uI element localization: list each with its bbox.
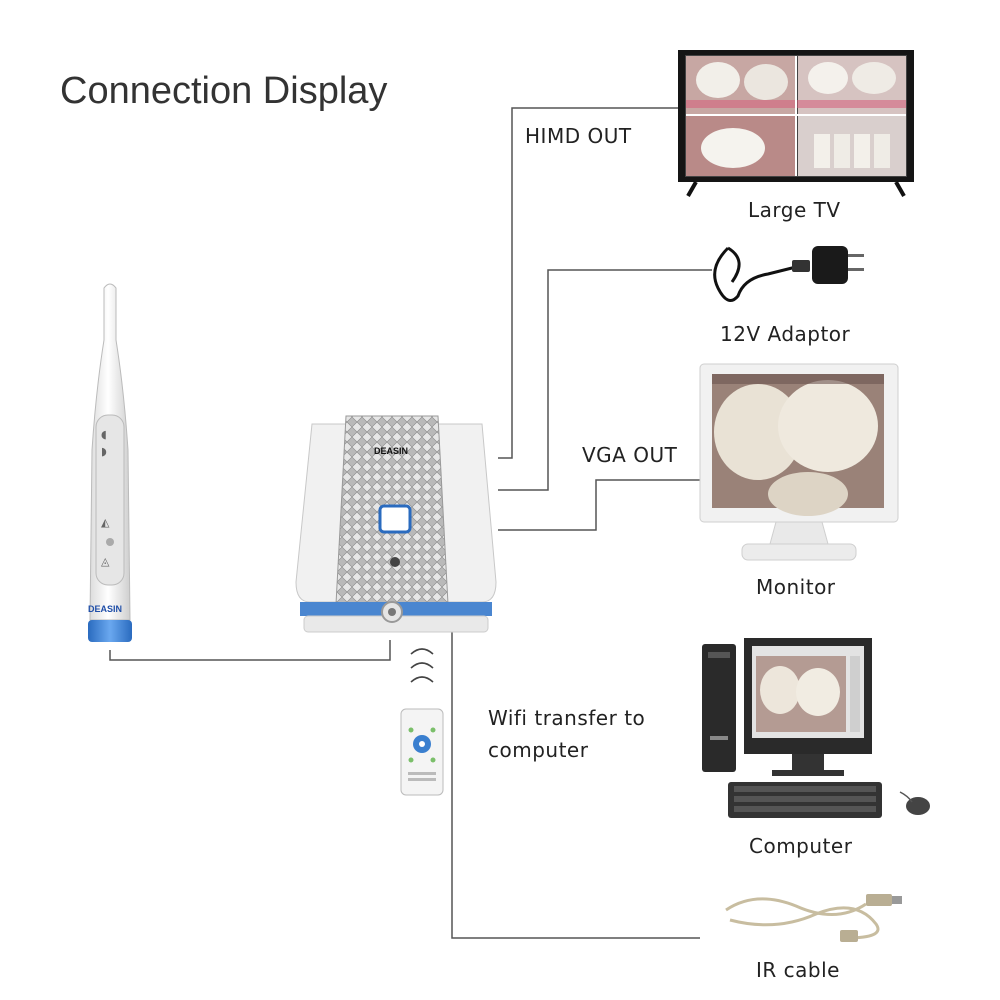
large-tv [678,50,914,197]
svg-text:◗: ◗ [101,445,107,458]
hdmi-out-label: HIMD OUT [525,124,632,148]
wifi-label-line1: Wifi transfer to [488,706,646,730]
adaptor-line [498,269,712,491]
power-adaptor [713,246,864,302]
vga-line [498,479,712,531]
camera-brand-logo: DEASIN [88,604,123,614]
camera-line [109,640,391,661]
remote-control [400,708,444,796]
monitor-label: Monitor [756,575,836,599]
hdmi-line [498,107,684,459]
vga-out-label: VGA OUT [582,443,678,467]
wireless-signal-icon [410,648,434,683]
wifi-label-line2: computer [488,738,589,762]
computer [702,638,930,818]
ir-cable-line [451,632,700,939]
box-brand-logo: DEASIN [374,446,409,456]
svg-text:◭: ◭ [101,516,110,529]
page-title: Connection Display [60,70,388,112]
svg-text:◬: ◬ [101,555,110,568]
ir-cable-label: IR cable [756,958,840,982]
ir-cable [725,894,902,942]
processing-box [295,415,497,633]
adaptor-label: 12V Adaptor [720,322,851,346]
large-tv-label: Large TV [748,198,841,222]
svg-text:◖: ◖ [101,428,107,441]
monitor [699,363,899,561]
intraoral-camera: ◖ ◗ ◭ ◬ [88,283,132,642]
computer-label: Computer [749,834,853,858]
